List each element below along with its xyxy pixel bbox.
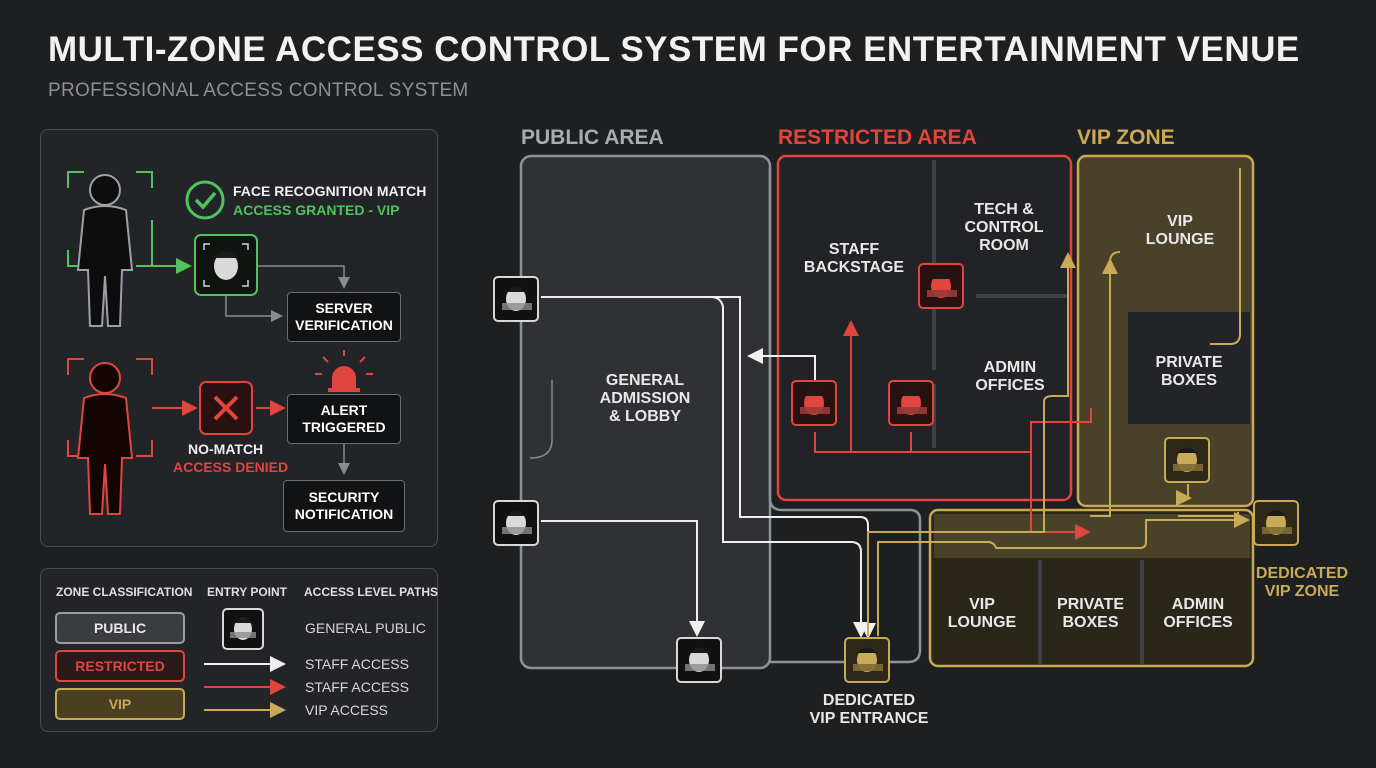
face-scan-icon[interactable] <box>844 637 890 683</box>
vip-lounge-top-label: VIP LOUNGE <box>1145 213 1215 248</box>
admin-offices-restricted-label: ADMIN OFFICES <box>975 359 1045 394</box>
face-scan-icon[interactable] <box>918 263 964 309</box>
alert-triggered-box: ALERT TRIGGERED <box>287 394 401 444</box>
legend-zone-header: ZONE CLASSIFICATION <box>56 585 193 599</box>
face-scan-icon[interactable] <box>493 500 539 546</box>
public-area-zone <box>519 154 922 670</box>
face-scan-icon <box>194 234 258 296</box>
security-notification-box: SECURITY NOTIFICATION <box>283 480 405 532</box>
admin-offices-bottom-label: ADMIN OFFICES <box>1163 596 1233 631</box>
tech-control-label: TECH & CONTROL ROOM <box>964 201 1044 254</box>
face-scan-icon[interactable] <box>888 380 934 426</box>
legend-vip-swatch: VIP <box>55 688 185 720</box>
dedicated-vip-zone-label: DEDICATED VIP ZONE <box>1255 565 1349 600</box>
dedicated-vip-entrance-label: DEDICATED VIP ENTRANCE <box>809 692 929 727</box>
page-title: MULTI-ZONE ACCESS CONTROL SYSTEM FOR ENT… <box>48 30 1300 69</box>
face-scan-icon[interactable] <box>493 276 539 322</box>
general-admission-label: GENERAL ADMISSION & LOBBY <box>599 372 691 425</box>
nomatch-title: NO-MATCH <box>188 441 264 457</box>
face-scan-icon[interactable] <box>1164 437 1210 483</box>
legend-staff-access-white: STAFF ACCESS <box>305 656 409 672</box>
face-scan-icon[interactable] <box>1253 500 1299 546</box>
server-verification-box: SERVER VERIFICATION <box>287 292 401 342</box>
face-scan-icon[interactable] <box>676 637 722 683</box>
match-title: FACE RECOGNITION MATCH <box>233 183 427 199</box>
public-area-header: PUBLIC AREA <box>521 126 664 149</box>
vip-zone-header: VIP ZONE <box>1077 126 1175 149</box>
legend-paths-header: ACCESS LEVEL PATHS <box>304 585 439 599</box>
restricted-area-header: RESTRICTED AREA <box>778 126 977 149</box>
legend-entry-camera-icon <box>222 608 264 650</box>
nomatch-status: ACCESS DENIED <box>173 459 289 475</box>
x-icon <box>199 381 253 435</box>
legend-entry-header: ENTRY POINT <box>207 585 288 599</box>
match-status: ACCESS GRANTED - VIP <box>233 202 400 218</box>
staff-backstage-label: STAFF BACKSTAGE <box>803 241 905 276</box>
person-icon <box>67 171 153 327</box>
private-boxes-bottom-label: PRIVATE BOXES <box>1057 596 1124 631</box>
person-icon <box>67 358 153 515</box>
legend-vip-access: VIP ACCESS <box>305 702 389 718</box>
check-icon <box>185 180 225 220</box>
private-boxes-top-label: PRIVATE BOXES <box>1155 354 1223 389</box>
alarm-icon <box>315 350 373 392</box>
legend-public-swatch: PUBLIC <box>55 612 185 644</box>
legend-restricted-swatch: RESTRICTED <box>55 650 185 682</box>
page-subtitle: PROFESSIONAL ACCESS CONTROL SYSTEM <box>48 80 469 101</box>
legend-staff-access-red: STAFF ACCESS <box>305 679 409 695</box>
vip-lounge-bottom-label: VIP LOUNGE <box>947 596 1017 631</box>
legend-general-public: GENERAL PUBLIC <box>305 620 426 636</box>
face-scan-icon[interactable] <box>791 380 837 426</box>
